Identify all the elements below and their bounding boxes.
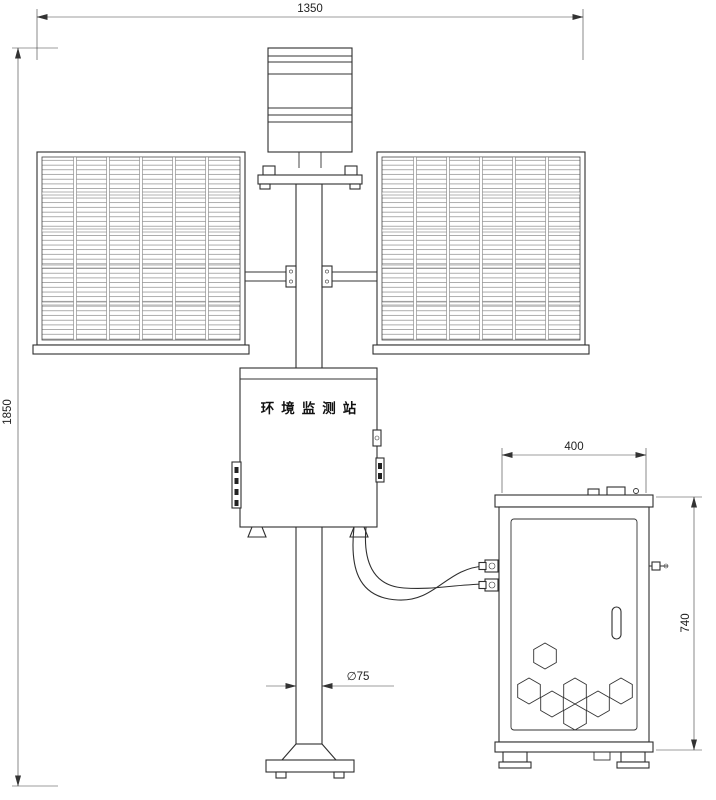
cable-conduit (352, 526, 486, 601)
box-right-fitting (375, 457, 385, 483)
dim-pole-diameter: ∅75 (266, 671, 394, 689)
box-latch (372, 429, 382, 447)
arm-clamp-left (285, 265, 297, 288)
cabinet-body (498, 506, 650, 743)
panel-bottom-rail (372, 344, 590, 355)
box-left-hinge (231, 461, 242, 509)
cabinet-foot-right (616, 761, 650, 769)
cabinet-right-fitting (649, 561, 669, 571)
box-mount-tab-right (349, 526, 369, 538)
box-mount-tab-left (247, 526, 267, 538)
base-plate (265, 759, 355, 773)
dim-label-total-height: 1850 (2, 399, 14, 425)
pole-base (265, 743, 355, 779)
sensor-flange (257, 174, 363, 185)
dim-total-width: 1350 (36, 3, 584, 60)
dim-total-height: 1850 (2, 47, 58, 787)
cabinet-foot-left (498, 761, 532, 769)
dim-label-cabinet-height: 740 (680, 613, 692, 632)
dim-cabinet-width: 400 (501, 441, 647, 493)
cabinet-bottom-bracket (593, 751, 611, 761)
weather-sensor-head (257, 47, 363, 190)
cabinet-base-band (494, 741, 654, 753)
cabinet-door (510, 518, 638, 731)
cabinet-leg-left (502, 751, 528, 763)
panel-bottom-rail (32, 344, 250, 355)
crossarm (245, 265, 377, 288)
cabinet-top-plate (494, 494, 654, 508)
arm-clamp-right (321, 265, 333, 288)
dim-label-cabinet-width: 400 (564, 441, 583, 453)
solar-panel-left (32, 151, 250, 355)
cable-gland-top (478, 559, 499, 573)
dim-label-total-width: 1350 (297, 3, 323, 15)
cable-gland-bottom (478, 578, 499, 592)
control-box: 环境监测站 (231, 367, 385, 538)
solar-panel-right (372, 151, 590, 355)
dim-label-pole-diameter: ∅75 (347, 671, 370, 683)
dim-cabinet-height: 740 (656, 496, 702, 751)
station-name-label: 环境监测站 (261, 400, 364, 416)
equipment-cabinet (478, 486, 669, 769)
cabinet-leg-right (620, 751, 646, 763)
hexagon-pattern (517, 642, 633, 731)
cabinet-handle (611, 606, 622, 640)
